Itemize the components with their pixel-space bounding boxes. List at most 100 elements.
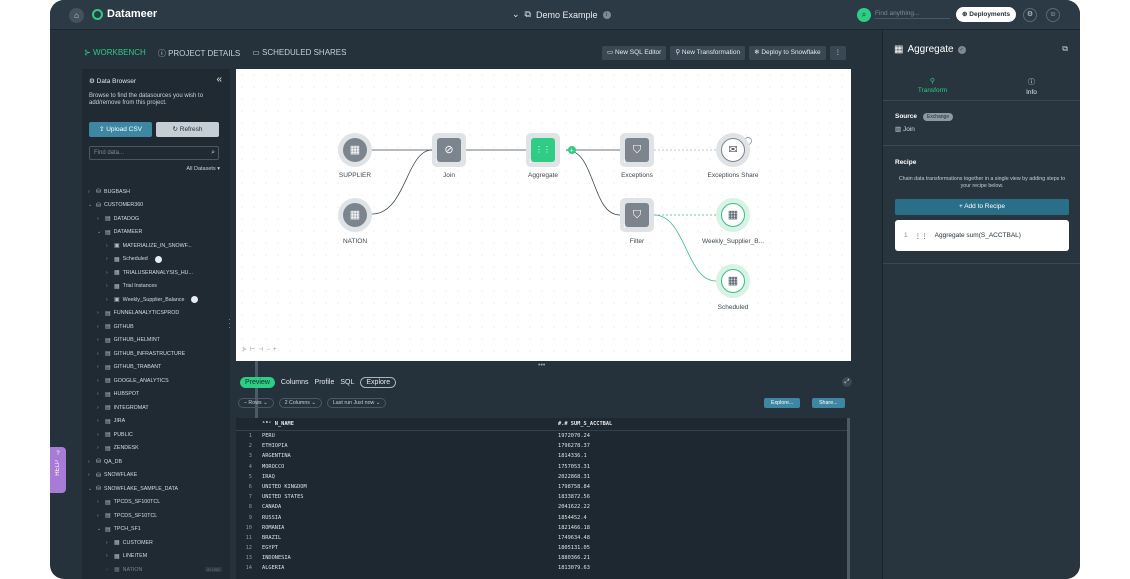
tree-item[interactable]: ›▤TPCDS_SF10TCL xyxy=(88,509,222,523)
search-icon[interactable]: ⌕ xyxy=(857,8,871,22)
tree-item[interactable]: ⌄⛁CUSTOMER360 xyxy=(88,199,222,213)
chevron-right-icon[interactable]: › xyxy=(97,350,99,357)
tree-item[interactable]: ›▦CUSTOMER xyxy=(88,536,222,550)
tree-item[interactable]: ›▤GITHUB_HELMINT xyxy=(88,334,222,348)
chevron-down-icon[interactable]: ⌄ xyxy=(88,202,93,209)
tree-item[interactable]: ⌄⛁SNOWFLAKE_SAMPLE_DATA xyxy=(88,482,222,496)
tree-item[interactable]: ›▤GITHUB_INFRASTRUCTURE xyxy=(88,347,222,361)
chevron-right-icon[interactable]: › xyxy=(106,269,108,276)
tab-preview[interactable]: Preview xyxy=(240,377,275,388)
source-value[interactable]: ▥ Join xyxy=(895,125,915,133)
explore-tab[interactable]: Explore xyxy=(360,377,397,388)
chevron-right-icon[interactable]: › xyxy=(106,539,108,546)
tree-scrollbar[interactable] xyxy=(255,249,258,549)
last-run-dropdown[interactable]: Last run Just now ⌄ xyxy=(326,398,387,408)
flow-canvas[interactable]: + ▦ SUPPLIER ▦ NATION ⊘ 1 Join ⋮⋮ 1 Aggr… xyxy=(236,69,851,361)
chevron-down-icon[interactable]: ⌄ xyxy=(97,526,102,533)
panel-resize-handle[interactable]: ··· xyxy=(228,315,231,332)
expand-icon[interactable]: ⤢ xyxy=(842,377,852,387)
chevron-right-icon[interactable]: › xyxy=(97,391,99,398)
settings-icon[interactable]: ⚙ xyxy=(1023,8,1037,22)
tree-item[interactable]: ›▤GITHUB xyxy=(88,320,222,334)
grid-scrollbar[interactable] xyxy=(847,418,850,579)
new-sql-editor-button[interactable]: ▭ New SQL Editor xyxy=(602,46,667,60)
chevron-right-icon[interactable]: › xyxy=(97,364,99,371)
tree-item[interactable]: ›▤FUNNELANALYTICSPROD xyxy=(88,307,222,321)
deployments-button[interactable]: ⊕ Deployments xyxy=(956,7,1017,22)
layout-icon[interactable]: ⊱ xyxy=(242,347,251,353)
refresh-button[interactable]: ↻ Refresh xyxy=(156,122,219,137)
chevron-right-icon[interactable]: › xyxy=(97,215,99,222)
column-header-n-name[interactable]: ᴬᴮᶜ N_NAME xyxy=(258,418,554,430)
tree-item[interactable]: ›▤ZENDESK xyxy=(88,442,222,456)
rows-dropdown[interactable]: – Rows ⌄ xyxy=(238,398,274,408)
chevron-right-icon[interactable]: › xyxy=(97,418,99,425)
tab-sql[interactable]: SQL xyxy=(340,379,355,386)
chevron-right-icon[interactable]: › xyxy=(97,512,99,519)
node-scheduled[interactable]: ▦ xyxy=(716,264,750,298)
tree-item[interactable]: ›▣Weekly_Supplier_Balance xyxy=(88,293,222,307)
chevron-right-icon[interactable]: › xyxy=(88,458,90,465)
tree-item[interactable]: ›▤HUBSPOT xyxy=(88,388,222,402)
project-switcher[interactable]: ⌄ ⧉ Demo Example i xyxy=(512,9,611,20)
help-tab[interactable]: ? HELP xyxy=(50,447,66,493)
node-supplier[interactable]: ▦ xyxy=(338,133,372,167)
tree-item[interactable]: ›▤INTEGROMAT xyxy=(88,401,222,415)
canvas-resize-handle[interactable]: ••• xyxy=(538,362,546,369)
chevron-right-icon[interactable]: › xyxy=(97,431,99,438)
tree-item[interactable]: ›▤JIRA xyxy=(88,415,222,429)
brand[interactable]: Datameer xyxy=(92,8,157,20)
user-icon[interactable]: ☺ xyxy=(1046,8,1060,22)
tree-item[interactable]: ›⛁QA_DB xyxy=(88,455,222,469)
tab-scheduled-shares[interactable]: ▭ SCHEDULED SHARES xyxy=(252,48,347,57)
info-icon[interactable]: i xyxy=(602,10,611,19)
chevron-right-icon[interactable]: › xyxy=(88,472,90,479)
node-filter[interactable]: ⛉ 1 xyxy=(620,198,654,232)
tab-workbench[interactable]: ⊱ WORKBENCH xyxy=(84,48,146,57)
chevron-right-icon[interactable]: › xyxy=(97,310,99,317)
node-join[interactable]: ⊘ 1 xyxy=(432,133,466,167)
chevron-right-icon[interactable]: › xyxy=(97,499,99,506)
tab-profile[interactable]: Profile xyxy=(314,379,335,386)
column-header-sum-s-acctbal[interactable]: #.# SUM_S_ACCTBAL xyxy=(554,418,844,430)
chevron-right-icon[interactable]: › xyxy=(106,566,108,573)
tab-project-details[interactable]: ⓘ PROJECT DETAILS xyxy=(157,49,241,58)
node-exceptions-share[interactable]: ✉ xyxy=(716,133,750,167)
new-transformation-button[interactable]: ⚲ New Transformation xyxy=(670,46,746,60)
global-search-input[interactable]: Find anything... xyxy=(875,10,950,19)
chevron-right-icon[interactable]: › xyxy=(106,256,108,263)
tree-item[interactable]: ›▤GITHUB_TRABANT xyxy=(88,361,222,375)
tree-item[interactable]: ›▤DATADOG xyxy=(88,212,222,226)
chevron-right-icon[interactable]: › xyxy=(106,242,108,249)
find-data-input[interactable]: Find data... ⌕ xyxy=(89,146,219,160)
zoom-out-icon[interactable]: − xyxy=(266,347,273,353)
node-nation[interactable]: ▦ xyxy=(338,198,372,232)
chevron-right-icon[interactable]: › xyxy=(106,553,108,560)
upload-csv-button[interactable]: ⇪ Upload CSV xyxy=(89,122,152,137)
chevron-right-icon[interactable]: › xyxy=(88,188,90,195)
chevron-right-icon[interactable]: › xyxy=(106,296,108,303)
deploy-to-snowflake-button[interactable]: ❄ Deploy to Snowflake xyxy=(749,46,826,60)
tree-item[interactable]: ⌄▤TPCH_SF1 xyxy=(88,523,222,537)
node-exceptions[interactable]: ⛉ 1 xyxy=(620,133,654,167)
zoom-in-icon[interactable]: + xyxy=(273,347,280,353)
chevron-right-icon[interactable]: › xyxy=(97,377,99,384)
tree-item[interactable]: ›⛁BUGBASH xyxy=(88,185,222,199)
chevron-down-icon[interactable]: ⌄ xyxy=(88,485,93,492)
tree-item[interactable]: ⌄▤DATAMEER xyxy=(88,226,222,240)
tree-item[interactable]: ›▦LINEITEM xyxy=(88,550,222,564)
tree-item[interactable]: ›▤PUBLIC xyxy=(88,428,222,442)
recipe-step[interactable]: 1 ⋮⋮ Aggregate sum(S_ACCTBAL) xyxy=(895,220,1069,251)
chevron-right-icon[interactable]: › xyxy=(97,323,99,330)
explore-button[interactable]: Explore... xyxy=(764,398,801,408)
